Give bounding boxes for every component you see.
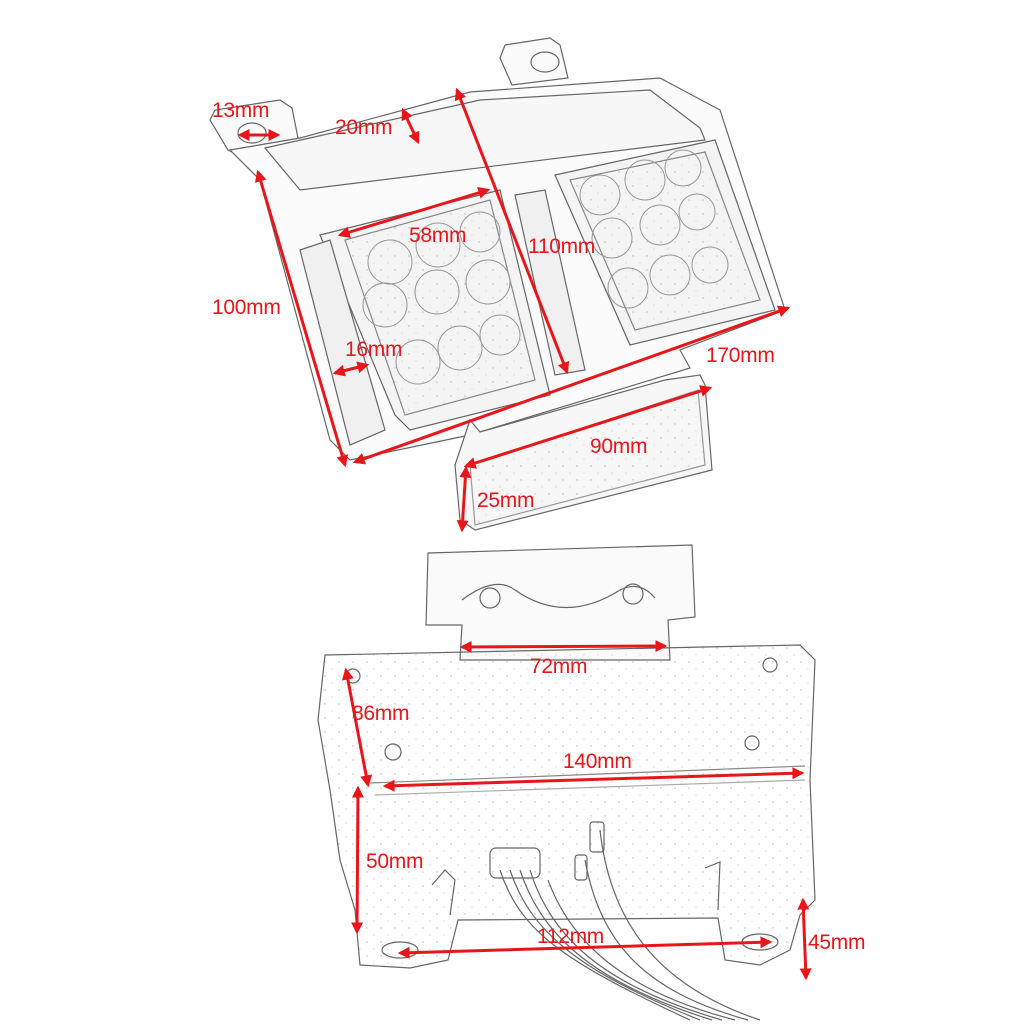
dim-label-tab-height: 45mm bbox=[808, 931, 866, 954]
dim-label-hole-spacing: 112mm bbox=[537, 925, 604, 948]
dim-label-overall-width: 170mm bbox=[706, 344, 775, 367]
dim-label-reflector-width: 90mm bbox=[590, 435, 648, 458]
dim-label-top-lip: 20mm bbox=[335, 116, 393, 139]
dim-label-height-center: 110mm bbox=[528, 235, 595, 258]
dim-label-base-width: 140mm bbox=[563, 750, 632, 773]
dim-label-bracket-width: 72mm bbox=[530, 655, 588, 678]
dimension-arrows bbox=[237, 87, 812, 981]
dim-label-lower-height: 50mm bbox=[366, 850, 424, 873]
dim-label-side-strip: 16mm bbox=[345, 338, 403, 361]
tail-light-underside-sketch bbox=[317, 544, 816, 1021]
dim-label-top-depth: 86mm bbox=[352, 702, 410, 725]
dim-label-mount-hole: 13mm bbox=[212, 99, 270, 122]
dim-label-reflector-height: 25mm bbox=[477, 489, 535, 512]
dim-label-height-side: 100mm bbox=[212, 296, 281, 319]
dim-label-lens-width: 58mm bbox=[409, 224, 467, 247]
